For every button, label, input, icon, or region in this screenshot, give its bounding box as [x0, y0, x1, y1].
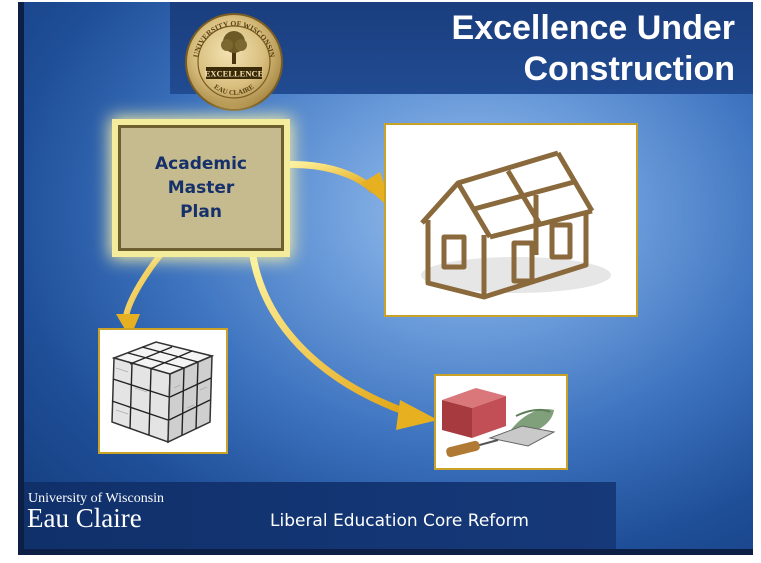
house-frame-image: [384, 123, 638, 317]
document-cube-icon: [111, 341, 215, 444]
footer-caption: Liberal Education Core Reform: [270, 511, 529, 531]
document-cube-image: [98, 328, 228, 454]
box-line-2: Master: [167, 178, 235, 198]
brick-trowel-icon: [442, 388, 556, 458]
slide: Excellence Under Construction UNIVERSITY…: [18, 2, 753, 555]
arrow-to-house: [276, 161, 394, 212]
arrow-to-cube: [116, 245, 169, 338]
university-seal-icon: UNIVERSITY OF WISCONSIN EXCELLENCE EAU C…: [185, 13, 283, 111]
bottom-frame: [18, 549, 753, 555]
box-line-3: Plan: [180, 202, 222, 222]
left-frame: [18, 2, 24, 555]
seal-center-text: EXCELLENCE: [205, 69, 264, 79]
footer-bar: [18, 482, 616, 554]
title-line-2: Construction: [523, 50, 735, 88]
slide-title: Excellence Under Construction: [452, 8, 735, 90]
box-line-1: Academic: [154, 154, 248, 174]
brick-trowel-image: [434, 374, 568, 470]
university-name-line-1: University of Wisconsin: [28, 491, 165, 506]
house-frame-icon: [420, 150, 611, 300]
university-name-line-2: Eau Claire: [27, 503, 142, 533]
title-line-1: Excellence Under: [451, 9, 735, 47]
academic-master-plan-box: Academic Master Plan: [118, 125, 284, 251]
